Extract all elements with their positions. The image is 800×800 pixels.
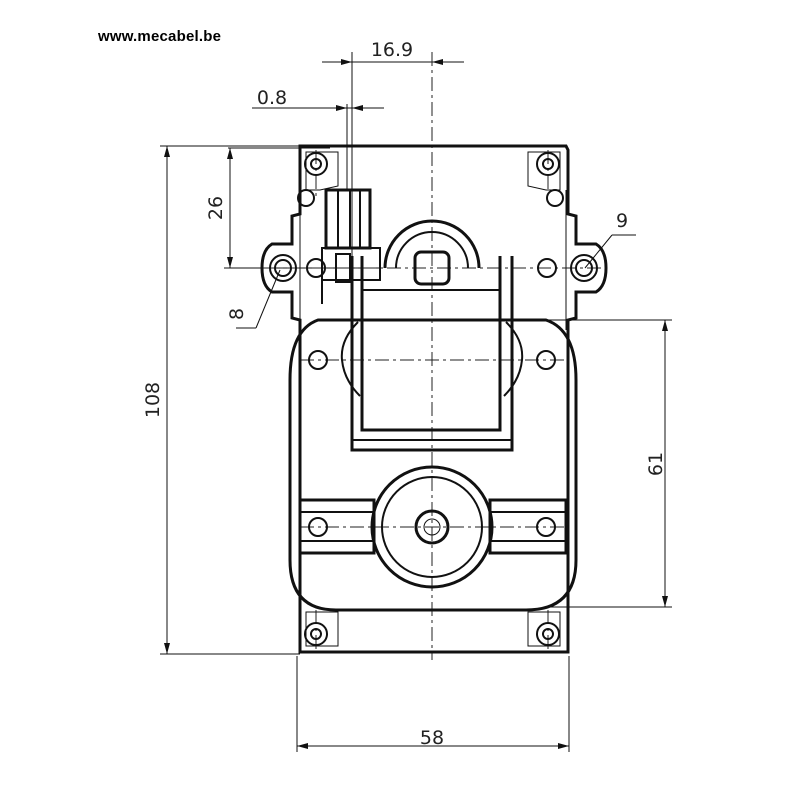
dim-26-label: 26 xyxy=(205,196,227,220)
corner-holes xyxy=(297,152,564,646)
dim-mount-height: 26 xyxy=(205,147,380,269)
dim-16-9-label: 16.9 xyxy=(371,39,413,61)
lower-clamp-left xyxy=(298,498,376,555)
website-label: www.mecabel.be xyxy=(98,28,222,45)
output-gear xyxy=(370,465,494,589)
dim-total-width: 58 xyxy=(296,656,570,752)
center-lines xyxy=(262,52,602,660)
top-shaft-boss xyxy=(383,219,481,286)
dim-61-label: 61 xyxy=(645,452,667,476)
dim-9-label: 9 xyxy=(616,210,628,232)
dim-total-height: 108 xyxy=(142,145,300,655)
lower-clamp-right xyxy=(488,498,568,555)
dim-8-label: 8 xyxy=(226,308,248,320)
motor-housing xyxy=(288,318,578,612)
dim-108-label: 108 xyxy=(142,382,164,418)
dim-shaft-offset: 16.9 xyxy=(322,39,464,268)
dim-hole-left: 8 xyxy=(226,269,281,329)
dim-0-8-label: 0.8 xyxy=(257,87,287,109)
dim-58-label: 58 xyxy=(420,727,444,749)
coil-bracket xyxy=(350,256,514,452)
dim-pin-offset: 0.8 xyxy=(252,87,384,190)
ear-holes xyxy=(269,254,598,282)
dim-lower-height: 61 xyxy=(508,319,672,608)
